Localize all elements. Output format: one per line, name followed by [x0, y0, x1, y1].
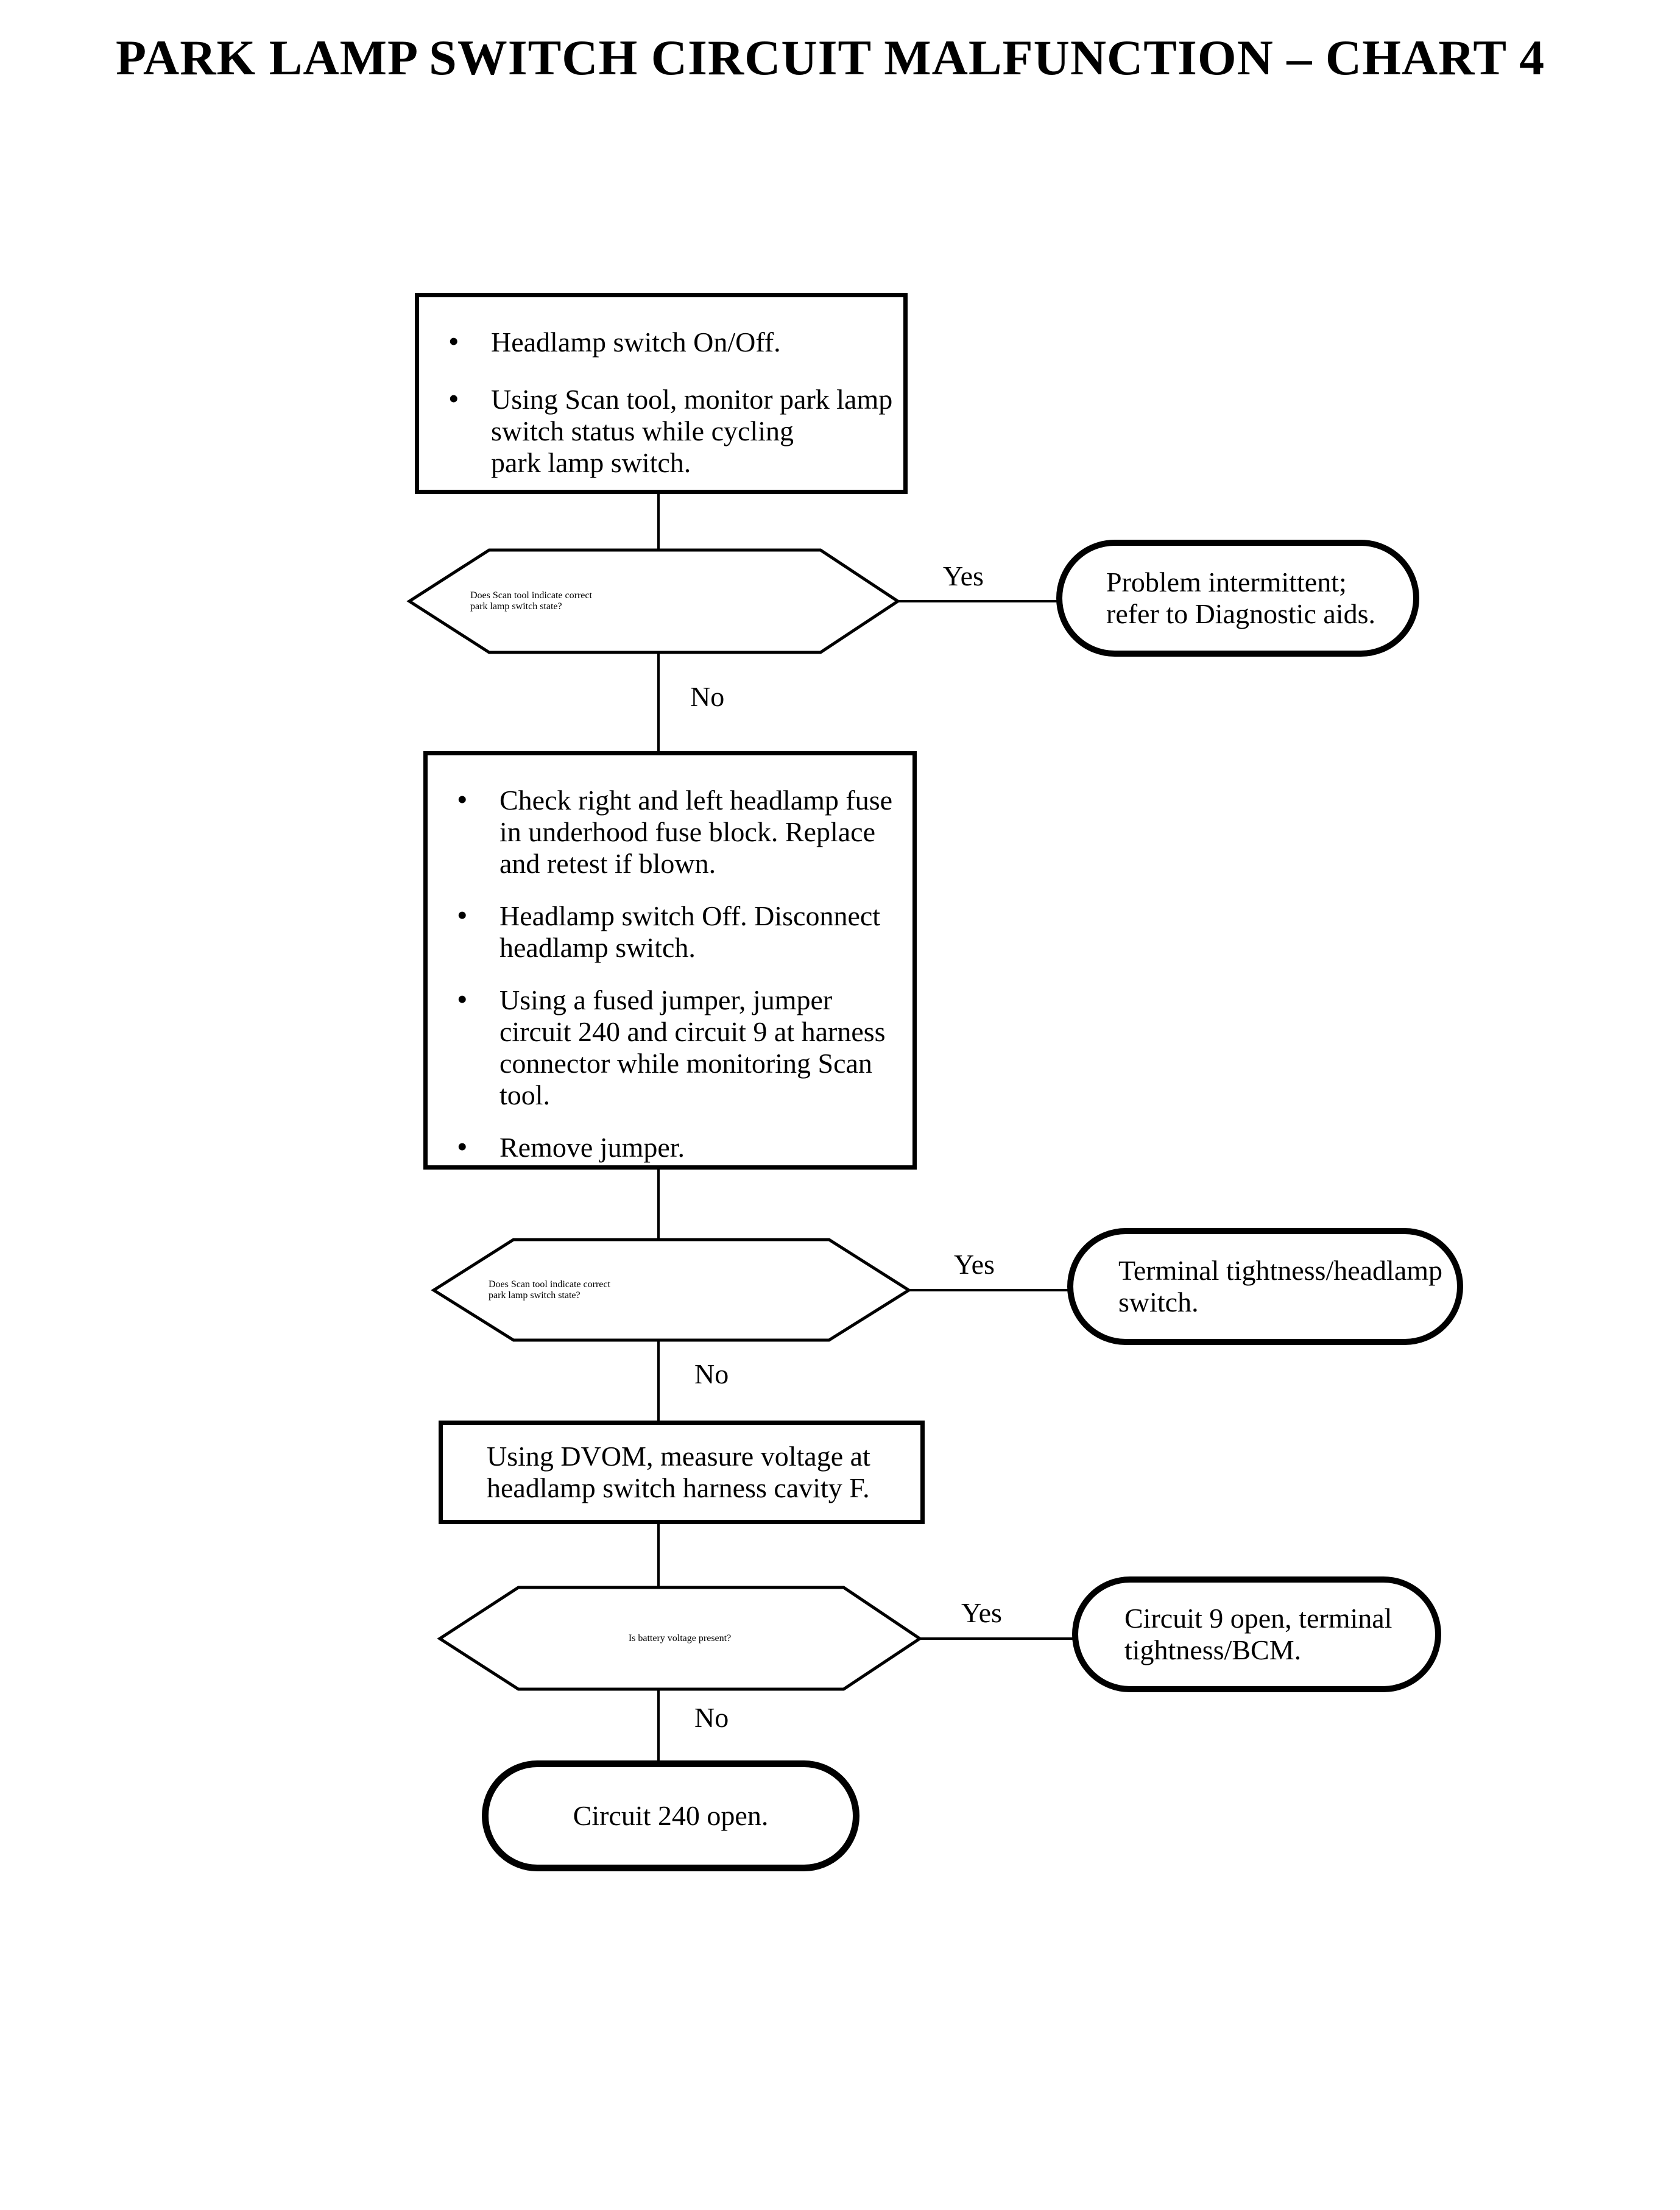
- decision-3-text: Is battery voltage present?: [628, 1633, 732, 1643]
- bullet-text: Using a fused jumper, jumper circuit 240…: [499, 984, 886, 1110]
- process-box-dvom-measure: Using DVOM, measure voltage at headlamp …: [439, 1421, 925, 1524]
- decision-1-shape: [406, 548, 901, 654]
- result-circuit-240-open: Circuit 240 open.: [482, 1760, 859, 1871]
- list-item: Check right and left headlamp fuse in un…: [457, 783, 903, 880]
- bullet-text: Remove jumper.: [499, 1132, 685, 1163]
- decision-2-text: Does Scan tool indicate correct park lam…: [489, 1279, 610, 1301]
- list-item: Headlamp switch On/Off.: [448, 325, 894, 358]
- decision-1-text: Does Scan tool indicate correct park lam…: [470, 590, 592, 612]
- edge-label-yes-3: Yes: [961, 1597, 1002, 1628]
- result-problem-intermittent: Problem intermittent; refer to Diagnosti…: [1056, 540, 1419, 657]
- edge-label-yes-1: Yes: [943, 560, 984, 591]
- decision-2-shape: [431, 1238, 912, 1342]
- process-box-fuse-and-jumper-checks: Check right and left headlamp fuse in un…: [423, 751, 917, 1170]
- list-item: Headlamp switch Off. Disconnect headlamp…: [457, 899, 903, 964]
- decision-3-shape: [437, 1586, 923, 1691]
- edge-label-yes-2: Yes: [954, 1249, 995, 1280]
- bullet-list: Headlamp switch On/Off. Using Scan tool,…: [419, 297, 903, 479]
- result-circuit-9-open: Circuit 9 open, terminal tightness/BCM.: [1072, 1576, 1441, 1692]
- edge-label-no-3: No: [694, 1702, 729, 1733]
- bullet-text: Using Scan tool, monitor park lamp switc…: [491, 384, 893, 478]
- bullet-text: Headlamp switch On/Off.: [491, 327, 781, 358]
- bullet-text: Headlamp switch Off. Disconnect headlamp…: [499, 900, 881, 963]
- bullet-text: Check right and left headlamp fuse in un…: [499, 785, 893, 879]
- edge-label-no-1: No: [690, 681, 725, 712]
- list-item: Remove jumper.: [457, 1131, 903, 1163]
- process-box-initial-checks: Headlamp switch On/Off. Using Scan tool,…: [415, 293, 908, 494]
- page-title: PARK LAMP SWITCH CIRCUIT MALFUNCTION – C…: [116, 30, 1545, 85]
- process-text: Using DVOM, measure voltage at headlamp …: [487, 1441, 870, 1503]
- list-item: Using Scan tool, monitor park lamp switc…: [448, 383, 894, 479]
- list-item: Using a fused jumper, jumper circuit 240…: [457, 983, 903, 1111]
- result-terminal-tightness-headlamp-switch: Terminal tightness/headlamp switch.: [1067, 1228, 1463, 1345]
- bullet-list: Check right and left headlamp fuse in un…: [428, 755, 912, 1163]
- edge-label-no-2: No: [694, 1358, 729, 1389]
